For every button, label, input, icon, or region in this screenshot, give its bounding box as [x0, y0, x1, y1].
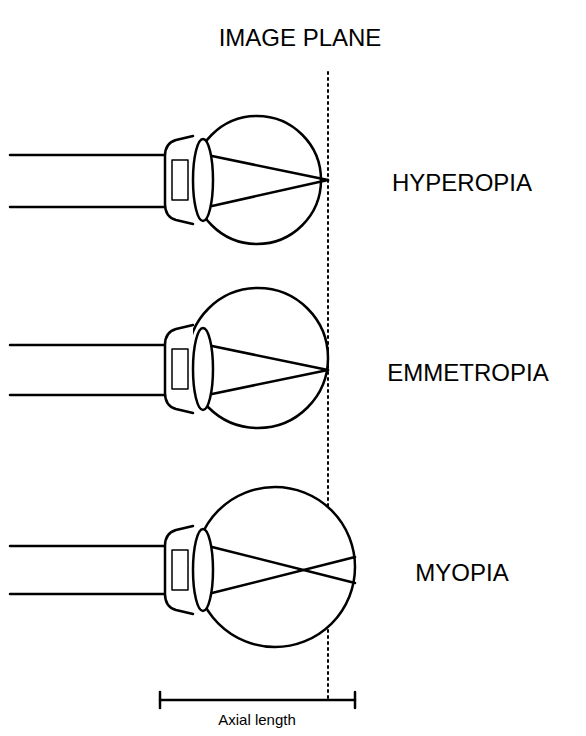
- emmetropia-eye: [10, 288, 328, 428]
- myopia-eye: [10, 487, 355, 647]
- axial-length-bar: [160, 692, 355, 708]
- hyperopia-eye: [10, 116, 328, 244]
- plane-heading: IMAGE PLANE: [217, 24, 384, 52]
- condition-label: MYOPIA: [413, 559, 510, 587]
- dimension-label: Axial length: [216, 711, 298, 728]
- condition-label: HYPEROPIA: [390, 169, 534, 197]
- condition-label: EMMETROPIA: [385, 359, 550, 387]
